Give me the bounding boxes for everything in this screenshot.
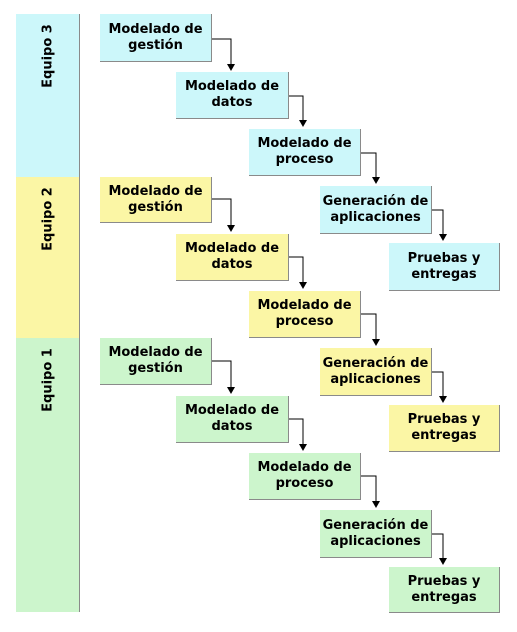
t1-step-pruebas-entregas: Pruebas y entregas [389, 567, 500, 613]
arrow-t3-4 [432, 209, 447, 241]
arrow-t1-4 [432, 533, 447, 565]
arrow-t2-2 [289, 256, 307, 289]
arrow-t2-3 [361, 313, 380, 346]
arrow-t3-2 [289, 95, 307, 127]
t1-step-modelado-gestion: Modelado de gestión [100, 338, 212, 385]
t2-step-generacion-aplicaciones: Generación de aplicaciones [320, 348, 432, 396]
arrow-t3-1 [212, 38, 235, 71]
arrow-t1-2 [289, 418, 307, 451]
lane-equipo-1: Equipo 1 [16, 338, 80, 612]
t2-step-modelado-gestion: Modelado de gestión [100, 177, 212, 223]
arrow-t3-3 [361, 152, 380, 184]
t1-step-modelado-proceso: Modelado de proceso [249, 453, 361, 500]
t3-step-pruebas-entregas: Pruebas y entregas [389, 243, 500, 291]
t3-step-generacion-aplicaciones: Generación de aplicaciones [320, 186, 432, 234]
t3-step-modelado-proceso: Modelado de proceso [249, 129, 361, 176]
arrow-t2-4 [432, 371, 447, 403]
t2-step-pruebas-entregas: Pruebas y entregas [389, 405, 500, 452]
arrow-t1-3 [361, 475, 380, 508]
arrow-t1-1 [212, 360, 235, 394]
lane-equipo-3: Equipo 3 [16, 14, 80, 177]
t3-step-modelado-datos: Modelado de datos [176, 72, 289, 119]
lane-equipo-2: Equipo 2 [16, 177, 80, 338]
t1-step-modelado-datos: Modelado de datos [176, 396, 289, 443]
t1-step-generacion-aplicaciones: Generación de aplicaciones [320, 510, 432, 558]
arrow-t2-1 [212, 198, 235, 232]
t2-step-modelado-datos: Modelado de datos [176, 234, 289, 281]
t2-step-modelado-proceso: Modelado de proceso [249, 291, 361, 338]
t3-step-modelado-gestion: Modelado de gestión [100, 14, 212, 62]
